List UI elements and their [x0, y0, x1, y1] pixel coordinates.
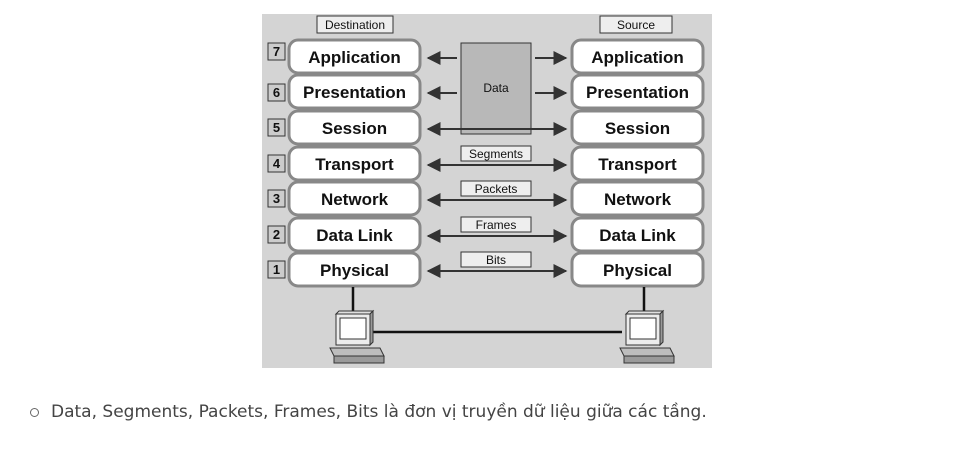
caption-text: Data, Segments, Packets, Frames, Bits là… [51, 402, 707, 422]
svg-text:Data Link: Data Link [599, 226, 676, 245]
destination-stack: 7 Application 6 Presentation 5 Session 4… [267, 38, 422, 288]
svg-text:Packets: Packets [475, 182, 518, 196]
src-layer-7: Application [570, 38, 705, 75]
dest-layer-6: 6 Presentation [267, 73, 422, 110]
svg-text:Data Link: Data Link [316, 226, 393, 245]
svg-text:4: 4 [273, 156, 281, 171]
pdu-label-bits: Bits [460, 251, 532, 268]
svg-text:Physical: Physical [320, 261, 389, 280]
svg-text:3: 3 [273, 191, 280, 206]
layer-arrows [426, 51, 568, 278]
dest-layer-3: 3 Network [267, 180, 422, 217]
caption-list-item: Data, Segments, Packets, Frames, Bits là… [30, 402, 707, 422]
destination-header: Destination [316, 15, 394, 34]
dest-layer-7: 7 Application [267, 38, 422, 75]
svg-text:Network: Network [321, 190, 389, 209]
svg-text:2: 2 [273, 227, 280, 242]
dest-layer-5: 5 Session [267, 109, 422, 146]
svg-text:Destination: Destination [325, 18, 385, 32]
svg-text:Data: Data [483, 81, 509, 95]
src-layer-5: Session [570, 109, 705, 146]
src-layer-2: Data Link [570, 216, 705, 253]
data-box: Data [460, 42, 532, 135]
svg-text:Application: Application [591, 48, 684, 67]
src-layer-3: Network [570, 180, 705, 217]
svg-text:Frames: Frames [476, 218, 517, 232]
network-cable [351, 287, 646, 334]
src-layer-4: Transport [570, 145, 705, 182]
bullet-icon [30, 407, 39, 417]
svg-text:Application: Application [308, 48, 401, 67]
dest-layer-1: 1 Physical [267, 251, 422, 288]
pdu-label-frames: Frames [460, 216, 532, 233]
svg-text:Source: Source [617, 18, 655, 32]
svg-text:Segments: Segments [469, 147, 523, 161]
dest-layer-2: 2 Data Link [267, 216, 422, 253]
src-layer-6: Presentation [570, 73, 705, 110]
source-header: Source [599, 15, 673, 34]
svg-text:7: 7 [273, 44, 280, 59]
source-computer-icon [619, 309, 675, 364]
destination-computer-icon [329, 309, 385, 364]
svg-text:Network: Network [604, 190, 672, 209]
svg-text:Presentation: Presentation [586, 83, 689, 102]
svg-text:Transport: Transport [315, 155, 394, 174]
source-stack: Application Presentation Session Transpo… [570, 38, 705, 288]
svg-text:Bits: Bits [486, 253, 506, 267]
src-layer-1: Physical [570, 251, 705, 288]
pdu-label-segments: Segments [460, 145, 532, 162]
svg-text:Presentation: Presentation [303, 83, 406, 102]
svg-text:6: 6 [273, 85, 280, 100]
svg-text:1: 1 [273, 262, 280, 277]
pdu-label-packets: Packets [460, 180, 532, 197]
svg-text:5: 5 [273, 120, 280, 135]
dest-layer-4: 4 Transport [267, 145, 422, 182]
svg-text:Session: Session [322, 119, 387, 138]
osi-model-diagram: Destination Source Data 7 Application 6 … [262, 14, 712, 368]
svg-text:Transport: Transport [598, 155, 677, 174]
svg-text:Physical: Physical [603, 261, 672, 280]
svg-text:Session: Session [605, 119, 670, 138]
